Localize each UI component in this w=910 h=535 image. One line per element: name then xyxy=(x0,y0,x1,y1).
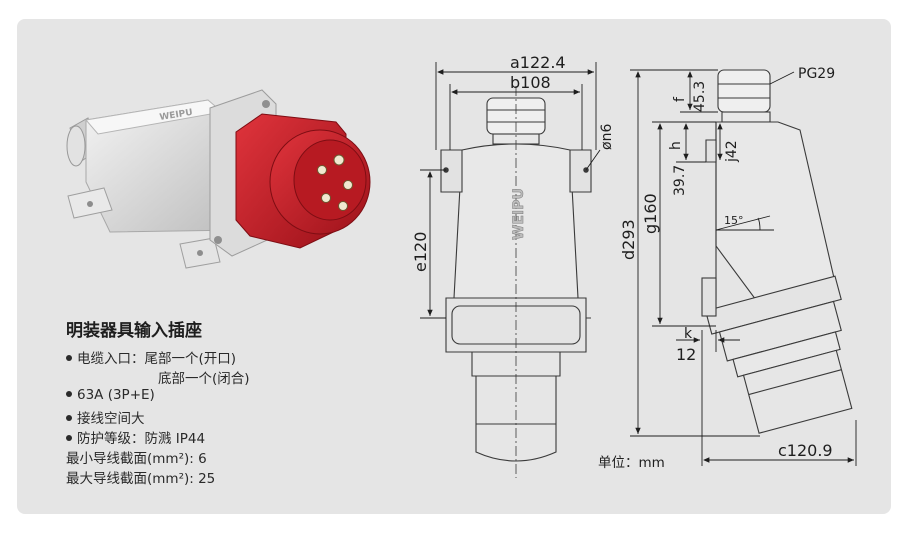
dim-n: øn6 xyxy=(599,124,615,150)
dim-k-value: 12 xyxy=(676,345,696,364)
spec-text: 最大导线截面(mm²): 25 xyxy=(66,471,216,487)
spec-text: 电缆入口：尾部一个(开口) xyxy=(77,351,237,367)
spec-cable-entry-rear: 电缆入口：尾部一个(开口) xyxy=(66,347,236,367)
dim-b: b108 xyxy=(510,73,551,92)
side-view-dimensions xyxy=(630,69,857,466)
front-view-dimensions xyxy=(420,62,601,319)
spec-text: 63A (3P+E) xyxy=(77,387,155,403)
spec-min-wire: 最小导线截面(mm²): 6 xyxy=(66,447,207,467)
spec-wiring-space: 接线空间大 xyxy=(66,407,145,427)
dim-j: j42 xyxy=(724,140,740,163)
dim-angle: 15° xyxy=(724,214,744,227)
dim-k: k xyxy=(684,326,693,342)
dim-pg: PG29 xyxy=(798,66,835,82)
dim-c: c120.9 xyxy=(778,441,833,460)
spec-text: 接线空间大 xyxy=(77,411,145,427)
unit-label: 单位：mm xyxy=(598,455,665,471)
product-photo: WEIPU xyxy=(66,89,371,269)
front-brand-mark: WEIPU xyxy=(511,188,527,240)
dim-g: g160 xyxy=(641,193,660,234)
dim-d: d293 xyxy=(619,219,638,260)
side-view-drawing xyxy=(701,69,853,434)
front-view-drawing: WEIPU xyxy=(440,86,592,478)
spec-text: 防护等级：防溅 IP44 xyxy=(77,431,206,447)
spec-protection: 防护等级：防溅 IP44 xyxy=(66,427,205,447)
dim-h: h xyxy=(668,141,684,150)
bullet-dot xyxy=(66,435,72,441)
dim-f: f xyxy=(672,96,688,102)
spec-text: 最小导线截面(mm²): 6 xyxy=(66,451,207,467)
bullet-dot xyxy=(66,355,72,361)
dim-a: a122.4 xyxy=(510,53,566,72)
product-title: 明装器具输入插座 xyxy=(66,321,202,341)
bullet-dot xyxy=(66,415,72,421)
spec-max-wire: 最大导线截面(mm²): 25 xyxy=(66,467,215,487)
spec-rating: 63A (3P+E) xyxy=(66,387,155,403)
dim-e: e120 xyxy=(411,232,430,272)
dim-h-value: 39.7 xyxy=(672,165,688,196)
spec-cable-entry-bottom: 底部一个(闭合) xyxy=(158,367,250,387)
spec-text: 底部一个(闭合) xyxy=(158,371,250,387)
bullet-dot xyxy=(66,391,72,397)
dim-f-value: 45.3 xyxy=(692,81,708,112)
